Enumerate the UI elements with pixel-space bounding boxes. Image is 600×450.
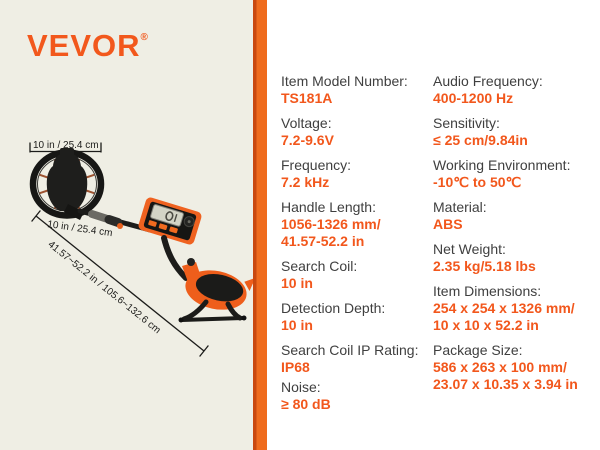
dimension-label-coil-bottom: 10 in / 25.4 cm [47,219,113,239]
spec-item-net-weight: Net Weight: 2.35 kg/5.18 lbs [433,241,600,275]
spec-item-sensitivity: Sensitivity: ≤ 25 cm/9.84in [433,115,600,149]
spec-label: Audio Frequency: [433,73,543,89]
spec-label: Search Coil IP Rating: [281,342,419,358]
spec-value: 400-1200 Hz [433,90,514,106]
spec-label: Item Dimensions: [433,283,542,299]
spec-value: 10 in [281,317,313,333]
stand-legs [180,299,245,322]
dimension-label-coil-top: 10 in / 25.4 cm [33,140,99,151]
search-coil-graphic [29,148,105,220]
spec-item-frequency: Frequency: 7.2 kHz [281,157,433,191]
product-image-panel: VEVOR® 10 in / 25.4 cm [0,0,253,450]
spec-value: 10 in [281,275,313,291]
spec-item-voltage: Voltage: 7.2-9.6V [281,115,433,149]
control-buttons [148,220,178,234]
spec-value: ≤ 25 cm/9.84in [433,132,528,148]
registered-trademark-symbol: ® [140,32,148,43]
brand-logo: VEVOR® [27,21,148,63]
spec-label: Handle Length: [281,199,376,215]
brand-wordmark: VEVOR [27,28,141,63]
armrest-graphic [178,258,253,323]
spec-label: Voltage: [281,115,332,131]
spec-label: Detection Depth: [281,300,386,316]
shaft-graphic [77,208,153,233]
spec-value: 254 x 254 x 1326 mm/ 10 x 10 x 52.2 in [433,300,575,333]
spec-item-item-dimensions: Item Dimensions: 254 x 254 x 1326 mm/ 10… [433,283,600,334]
spec-value: 2.35 kg/5.18 lbs [433,258,536,274]
spec-label: Frequency: [281,157,352,173]
spec-panel: Item Model Number: TS181A Voltage: 7.2-9… [267,0,600,450]
spec-value: IP68 [281,359,310,375]
accent-divider [253,0,267,450]
spec-value: 7.2-9.6V [281,132,334,148]
spec-label: Noise: [281,379,321,395]
spec-value: 586 x 263 x 100 mm/ 23.07 x 10.35 x 3.94… [433,359,578,392]
spec-label: Working Environment: [433,157,571,173]
spec-column-left: Item Model Number: TS181A Voltage: 7.2-9… [281,73,433,450]
spec-item-working-environment: Working Environment: -10℃ to 50℃ [433,157,600,191]
spec-label: Sensitivity: [433,115,500,131]
spec-item-search-coil: Search Coil: 10 in [281,258,433,292]
control-box-graphic [138,197,202,245]
handle-rod-graphic [161,235,189,281]
spec-label: Item Model Number: [281,73,408,89]
spec-label: Material: [433,199,487,215]
metal-detector-illustration: 10 in / 25.4 cm [29,140,253,357]
spec-item-package-size: Package Size: 586 x 263 x 100 mm/ 23.07 … [433,342,600,393]
spec-item-ip-rating: Search Coil IP Rating: IP68 [281,342,433,376]
spec-value: TS181A [281,90,333,106]
spec-label: Search Coil: [281,258,358,274]
spec-item-noise: Noise: ≥ 80 dB [281,379,433,413]
spec-item-handle-length: Handle Length: 1056-1326 mm/ 41.57-52.2 … [281,199,433,250]
spec-value: -10℃ to 50℃ [433,174,522,190]
spec-value: ABS [433,216,463,232]
spec-item-material: Material: ABS [433,199,600,233]
dimension-label-handle-length: 41.57~52.2 in / 105.6~132.6 cm [46,239,163,336]
spec-value: ≥ 80 dB [281,396,331,412]
spec-column-right: Audio Frequency: 400-1200 Hz Sensitivity… [433,73,600,450]
spec-label: Net Weight: [433,241,506,257]
spec-label: Package Size: [433,342,523,358]
spec-item-detection-depth: Detection Depth: 10 in [281,300,433,334]
spec-value: 7.2 kHz [281,174,330,190]
spec-item-model-number: Item Model Number: TS181A [281,73,433,107]
spec-value: 1056-1326 mm/ 41.57-52.2 in [281,216,381,249]
spec-item-audio-frequency: Audio Frequency: 400-1200 Hz [433,73,600,107]
